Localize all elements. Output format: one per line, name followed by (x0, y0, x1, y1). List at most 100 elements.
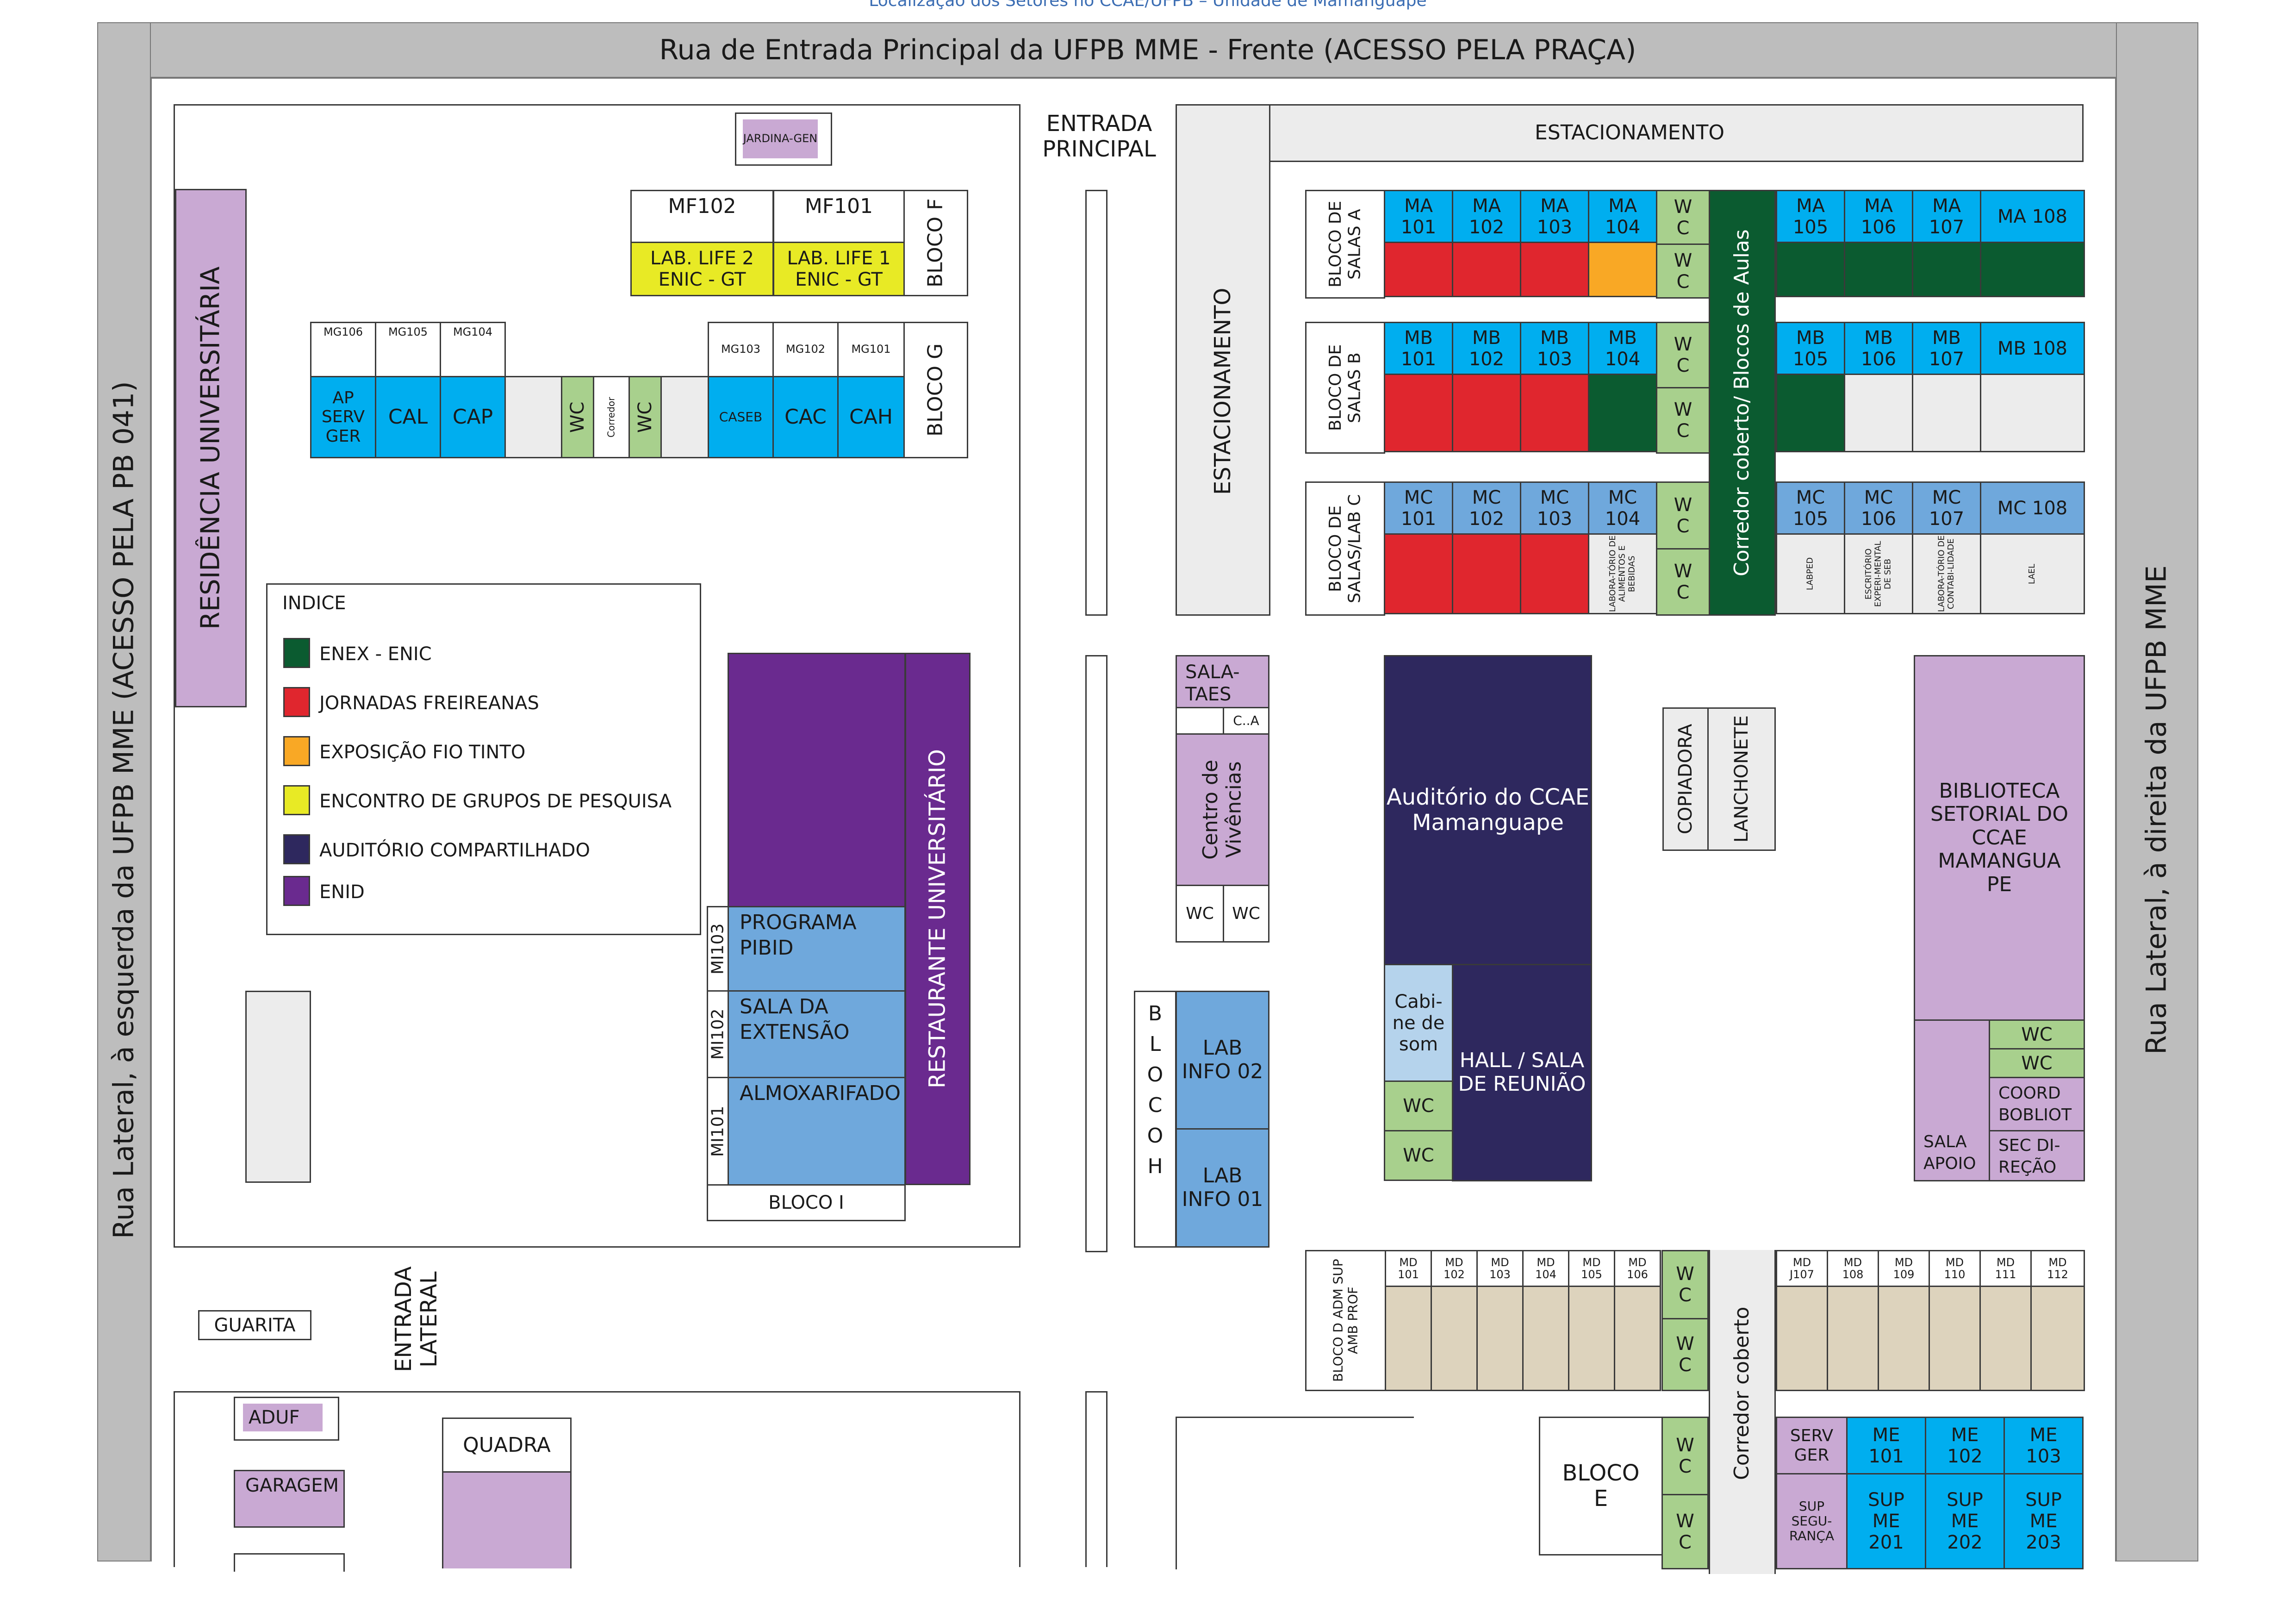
bloco_c-room-7: MC 108 (1980, 481, 2085, 535)
bloco_a-lower-2 (1520, 242, 1589, 297)
bloco_c-lower-0 (1384, 533, 1453, 614)
estacionamento-side-label: ESTACIONAMENTO (1209, 287, 1236, 495)
bloco_c-lower-4: LABPED (1776, 533, 1845, 614)
room-cap: CAP (440, 376, 506, 458)
wc-bloco-d-1-label: W C (1676, 1263, 1694, 1306)
bloco-e-label: BLOCO E (1539, 1417, 1663, 1555)
label-mi102: MI102 (707, 990, 729, 1078)
bloco_a-lower-4 (1776, 242, 1845, 297)
legend-title: INDICE (282, 593, 346, 614)
bloco_c-room-6: MC 107 (1912, 481, 1981, 535)
bloco_a-wc-1-label: W C (1674, 196, 1692, 239)
ca-room: C..A (1223, 707, 1269, 735)
bloco_c-wc-2-label: W C (1674, 561, 1692, 603)
entrance-main-label: ENTRADA PRINCIPAL (1042, 110, 1156, 162)
quadra (442, 1471, 572, 1568)
bloco-d-room-label-r1: MD 108 (1827, 1250, 1879, 1287)
room-cah: CAH (837, 376, 905, 458)
bloco-d-room-label-l5: MD 106 (1614, 1250, 1661, 1287)
bloco_b-room-6: MB 107 (1912, 322, 1981, 375)
bloco_a-lower-7 (1980, 242, 2085, 297)
bloco-f-label: BLOCO F (903, 190, 968, 296)
bloco_c-wc-1-label: W C (1674, 494, 1692, 537)
wc-bloco-d-1 (1661, 1250, 1709, 1319)
bloco_b-wc-2-label: W C (1674, 399, 1692, 442)
bloco_a-room-3: MA 104 (1588, 190, 1657, 243)
map-caption: Localização dos Setores no CCAE/UFPB – U… (869, 0, 1427, 10)
road-left (97, 22, 151, 1562)
bloco-d-room-r1 (1827, 1286, 1879, 1391)
bloco-d-room-label-l4: MD 105 (1568, 1250, 1615, 1287)
legend-swatch-3 (283, 785, 310, 815)
room-mg106: MG106 (310, 322, 376, 377)
garagem: GARAGEM (234, 1470, 345, 1528)
pibid-label: PROGRAMA PIBID (740, 911, 857, 960)
legend-label-1: JORNADAS FREIREANAS (319, 693, 539, 714)
wc-biblioteca-2: WC (1989, 1048, 2085, 1078)
bloco-d-room-label-l2: MD 103 (1476, 1250, 1524, 1287)
room-ap-serv-ger: AP SERV GER (310, 376, 376, 458)
room-mf102: MF102 (630, 190, 774, 243)
room-lab-life-1: LAB. LIFE 1 ENIC - GT (773, 242, 905, 296)
bloco-d-room-r3 (1929, 1286, 1981, 1391)
bloco_c-room-3: MC 104 (1588, 481, 1657, 535)
bloco_a-lower-1 (1452, 242, 1521, 297)
room-g-empty-1 (504, 376, 562, 458)
bloco-e-me-2: ME 103 (2004, 1417, 2084, 1474)
wc-bloco-d-2-label: W C (1676, 1333, 1694, 1376)
residencia-universitaria (175, 189, 247, 707)
serv-ger: SERV GER (1776, 1417, 1848, 1474)
bloco_c-wc-2 (1656, 548, 1710, 616)
bloco-d-room-r0 (1776, 1286, 1828, 1391)
sala-apoio: SALA APOIO (1921, 1131, 1990, 1175)
restaurante-universitario (905, 653, 971, 1185)
estacionamento-side (1176, 104, 1270, 616)
bloco_a-room-7: MA 108 (1980, 190, 2085, 243)
bloco-d-room-label-l3: MD 104 (1522, 1250, 1569, 1287)
wc-g-2: WC (628, 376, 662, 458)
bloco_b-room-1: MB 102 (1452, 322, 1521, 375)
bloco_c-lower-7: LAEL (1980, 533, 2085, 614)
residencia-label: RESIDÊNCIA UNIVERSITÁRIA (195, 266, 226, 630)
covered-corridor-lower (1709, 1250, 1776, 1574)
road-left-label: Rua Lateral, à esquerda da UFPB MME (ACE… (107, 381, 140, 1239)
cabine-de-som: Cabi-ne de som (1384, 964, 1453, 1082)
sec-direcao: SEC DI-REÇÃO (1989, 1130, 2085, 1181)
room-mf101: MF101 (773, 190, 905, 243)
bloco-h-letter-5: H (1147, 1154, 1163, 1178)
room-caseb: CASEB (708, 376, 774, 458)
bloco-d-room-label-r0: MD J107 (1776, 1250, 1828, 1287)
bloco-h-letter-4: O (1147, 1124, 1164, 1148)
bloco_a-label: BLOCO DE SALAS A (1305, 190, 1385, 299)
bloco-d-room-label-l1: MD 102 (1431, 1250, 1478, 1287)
bloco-d-room-r5 (2030, 1286, 2085, 1391)
bloco_a-lower-5 (1844, 242, 1913, 297)
room-lab-life-2: LAB. LIFE 2 ENIC - GT (630, 242, 774, 296)
room-almoxarifado (728, 1077, 906, 1186)
bloco_b-room-2: MB 103 (1520, 322, 1589, 375)
bloco-h-letter-3: C (1148, 1093, 1163, 1117)
bloco-e-me-1: ME 102 (1925, 1417, 2005, 1474)
bloco-e-me-0: ME 101 (1846, 1417, 1926, 1474)
bloco_c-wc-1 (1656, 481, 1710, 550)
covered-corridor (1709, 190, 1776, 616)
bloco_b-lower-5 (1844, 374, 1913, 452)
bloco_b-lower-4 (1776, 374, 1845, 452)
room-mg101: MG101 (837, 322, 905, 377)
wc-bloco-d-2 (1661, 1318, 1709, 1391)
bloco_c-lower-5: ESCRITÓRIO EXPERI-MENTAL DE SEB (1844, 533, 1913, 614)
hall-sala-reuniao: HALL / SALA DE REUNIÃO (1452, 964, 1592, 1181)
legend-label-0: ENEX - ENIC (319, 643, 432, 665)
bloco-d-room-label-r5: MD 112 (2030, 1250, 2085, 1287)
legend-label-4: AUDITÓRIO COMPARTILHADO (319, 840, 590, 861)
bloco-e-sup-0: SUP ME 201 (1846, 1473, 1926, 1569)
room-cal: CAL (375, 376, 441, 458)
sala-taes: SALA-TAES (1176, 655, 1269, 708)
bloco-h-letter-0: B (1148, 1001, 1163, 1025)
bloco_b-room-0: MB 101 (1384, 322, 1453, 375)
bloco_c-room-1: MC 102 (1452, 481, 1521, 535)
divider-path-middle (1085, 655, 1108, 1252)
bloco_b-lower-0 (1384, 374, 1453, 452)
lab-info-01: LAB INFO 01 (1176, 1128, 1269, 1248)
centro-vivencias-label: Centro de Vivências (1198, 760, 1246, 860)
